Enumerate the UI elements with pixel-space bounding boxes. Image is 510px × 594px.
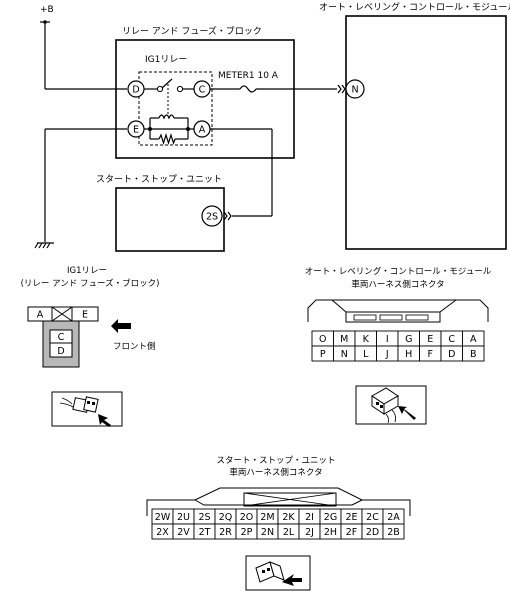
relay-connector-title-1: IG1リレー	[67, 266, 107, 276]
relay-switch-contact	[144, 78, 194, 116]
ssu-pin-pin-label: 2V	[177, 527, 190, 538]
ssu-pin-pin-label: 2N	[261, 527, 274, 538]
relay-coil	[144, 114, 194, 146]
relay-outline	[138, 71, 213, 146]
ssu-pin-pin-label: 2O	[240, 512, 254, 523]
ground-symbol	[34, 242, 54, 249]
ssu-pin-pin-label: 2E	[345, 512, 357, 523]
ssu-pin-cell	[382, 523, 405, 540]
module-pin-pin-label: L	[363, 349, 369, 360]
module-title: オート・レベリング・コントロール・モジュール	[319, 1, 510, 13]
ssu-pin-pin-label: 2R	[219, 527, 232, 538]
relay-pin-e-label: E	[133, 125, 139, 136]
module-pin-pin-label: K	[363, 334, 370, 345]
relay-conn-pin-d: D	[57, 346, 64, 357]
module-pin-pin-label: A	[470, 334, 477, 345]
module-pin-pin-label: D	[448, 349, 455, 360]
module-pin-pin-label: J	[385, 349, 389, 360]
front-side-label: フロント側	[113, 341, 156, 352]
ssu-pin-pin-label: 2Q	[219, 512, 233, 523]
module-pin-pin-label: B	[470, 349, 477, 360]
relay-connector-title-2: (リレー アンド フューズ・ブロック)	[21, 278, 160, 289]
module-connector-mark	[337, 84, 346, 94]
wiring-section: +B リレー アンド フューズ・ブロック IG1リレー D C E A	[34, 1, 510, 252]
relay-name-label: IG1リレー	[145, 55, 187, 65]
ssu-pin-pin-label: 2W	[155, 512, 171, 523]
module-pin-pin-label: P	[320, 349, 326, 360]
relay-fuse-block	[115, 39, 295, 159]
ssu-connector-illustration	[245, 555, 311, 591]
module-pin-pin-label: E	[427, 334, 433, 345]
ssu-pin-pin-label: 2X	[156, 527, 169, 538]
ssu-pin-pin-label: 2B	[387, 527, 400, 538]
ssu-pin-pin-label: 2C	[366, 512, 379, 523]
module-pin-pin-label: O	[319, 334, 326, 345]
battery-label: +B	[40, 5, 54, 15]
ssu-title: スタート・ストップ・ユニット	[96, 174, 222, 185]
plug-arrow-icon	[98, 414, 111, 427]
relay-connector-view: IG1リレー (リレー アンド フューズ・ブロック) A E C D フロント側	[21, 266, 160, 427]
module-plug-arrow-icon	[398, 406, 416, 420]
relay-connector-illustration	[51, 391, 123, 427]
ssu-pin-pin-label: 2J	[305, 527, 314, 538]
module-pin-pin-label: F	[428, 349, 433, 360]
ssu-pin-pin-label: 2S	[198, 512, 210, 523]
fuse-label: METER1 10 A	[218, 71, 279, 81]
module-connector-illustration	[355, 385, 427, 425]
module-connector-shell	[307, 299, 489, 322]
ssu-pin-pin-label: 2G	[324, 512, 337, 523]
ssu-box	[115, 187, 225, 252]
relay-conn-pin-c: C	[58, 332, 65, 343]
ssu-pin-pin-label: 2H	[324, 527, 337, 538]
ssu-connector-title-1: スタート・ストップ・ユニット	[216, 456, 335, 466]
ssu-pin-2s	[201, 205, 223, 227]
module-pin-pin-label: N	[341, 349, 348, 360]
ssu-plug-arrow-icon	[282, 574, 302, 586]
module-pin-n-label: N	[351, 85, 358, 96]
ssu-pin-pin-label: 2F	[346, 527, 358, 538]
ssu-pin-pin-label: 2A	[387, 512, 400, 523]
module-pin-pin-label: M	[340, 334, 348, 345]
ssu-pin-pin-label: 2T	[199, 527, 211, 538]
ssu-pin-grid: 2W 2U 2S 2Q 2O 2M 2K 2I 2G 2E 2C 2A 2X 2V 2T 2R 2P 2N 2L 2J…	[151, 508, 405, 540]
module-pin-pin-label: C	[448, 334, 455, 345]
relay-pin-a-label: A	[199, 125, 206, 136]
module-pin-pin-label: G	[405, 334, 412, 345]
ssu-pin-pin-label: 2U	[177, 512, 190, 523]
ssu-connector-mark	[223, 211, 232, 221]
fuse-symbol	[210, 85, 294, 93]
ssu-pin-pin-label: 2I	[305, 512, 314, 523]
relay-pin-d-label: D	[132, 85, 139, 96]
front-arrow-icon	[111, 319, 131, 333]
ssu-connector-title-2: 車両ハーネス側コネクタ	[229, 467, 322, 478]
module-pin-n	[345, 79, 365, 99]
module-pin-cell	[462, 345, 485, 362]
relay-block-title: リレー アンド フューズ・ブロック	[122, 25, 262, 37]
ssu-connector-shell	[146, 487, 411, 516]
ssu-pin-pin-label: 2D	[366, 527, 379, 538]
leveling-module-box	[345, 15, 507, 250]
module-connector-title-2: 車両ハーネス側コネクタ	[351, 279, 444, 290]
module-pin-pin-label: I	[386, 334, 389, 345]
module-pin-grid: O M K I G E C A P N L J H F D B	[311, 330, 485, 362]
relay-conn-pin-a: A	[37, 310, 44, 321]
ssu-pin-2s-label: 2S	[206, 212, 218, 223]
ssu-pin-pin-label: 2M	[260, 512, 274, 523]
module-connector-view: オート・レベリング・コントロール・モジュール 車両ハーネス側コネクタ O M K I G…	[305, 266, 492, 425]
ssu-pin-pin-label: 2L	[283, 527, 295, 538]
relay-pin-c-label: C	[199, 85, 206, 96]
relay-conn-pin-e: E	[82, 310, 88, 321]
ssu-pin-pin-label: 2K	[282, 512, 295, 523]
module-pin-pin-label: H	[405, 349, 412, 360]
ssu-pin-pin-label: 2P	[241, 527, 253, 538]
module-connector-title-1: オート・レベリング・コントロール・モジュール	[305, 266, 492, 277]
